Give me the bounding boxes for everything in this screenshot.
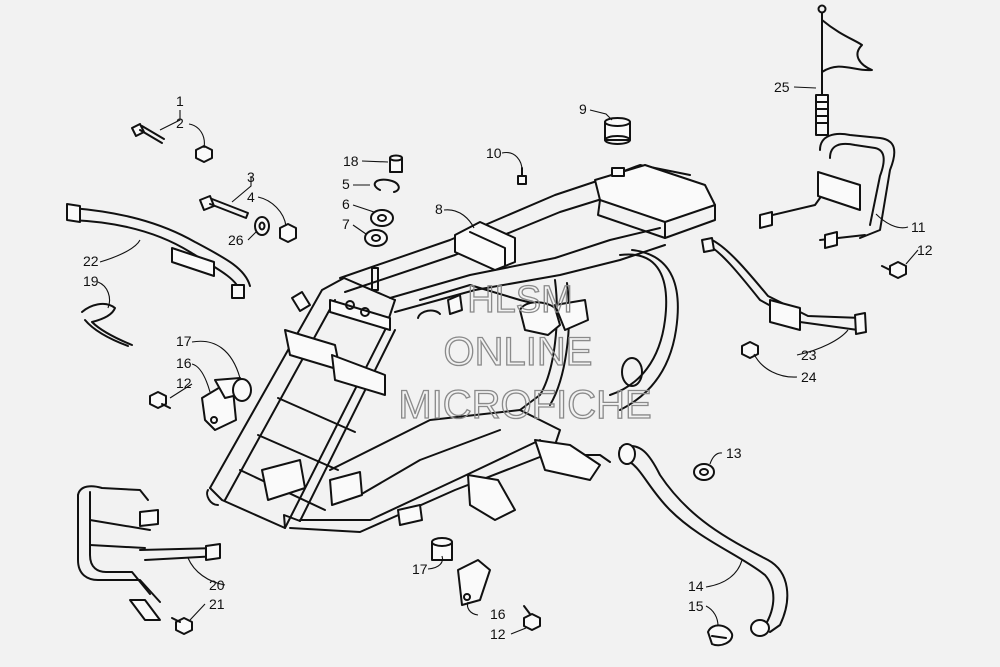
- callout-4: 4: [247, 189, 255, 205]
- callout-11: 11: [911, 219, 926, 235]
- part-14-hose: [618, 443, 789, 637]
- part-12-bolt-c: [523, 605, 541, 631]
- callout-8: 8: [435, 201, 443, 217]
- part-1-bolt: [131, 123, 165, 144]
- part-12-bolt-a: [881, 261, 907, 279]
- callout-5: 5: [342, 176, 350, 192]
- watermark-line-1: HLSM: [467, 279, 573, 321]
- part-2-nut: [195, 145, 213, 163]
- part-11-rear-rack: [759, 132, 896, 249]
- callout-24: 24: [801, 369, 817, 385]
- part-13-grommet: [693, 463, 715, 481]
- part-4-nut: [279, 223, 297, 243]
- callout-21: 21: [209, 596, 225, 612]
- leader-lines: [97, 86, 919, 635]
- part-9-bumper: [604, 117, 631, 145]
- main-frame: [206, 164, 716, 533]
- callout-3: 3: [247, 169, 255, 185]
- callout-22: 22: [83, 253, 99, 269]
- callout-7: 7: [342, 216, 350, 232]
- watermark: HLSM ONLINE MICROFICHE: [398, 278, 653, 427]
- part-20-front-bumper: [77, 485, 221, 621]
- part-21-bolt: [171, 617, 193, 635]
- part-3-bolt: [199, 195, 249, 219]
- callout-10: 10: [486, 145, 502, 161]
- callout-19: 19: [83, 273, 99, 289]
- callout-20: 20: [209, 577, 225, 593]
- part-24-nut: [741, 341, 759, 359]
- part-19-strap: [81, 302, 133, 347]
- callout-15: 15: [688, 598, 704, 614]
- part-15-clamp: [707, 624, 734, 647]
- part-16-bracket-b: [457, 559, 491, 606]
- part-18-bushing: [389, 154, 403, 173]
- part-6-bearing: [370, 209, 394, 227]
- part-17-bushing-b: [431, 537, 453, 561]
- part-7-bearing: [364, 229, 388, 247]
- callout-25: 25: [774, 79, 790, 95]
- watermark-line-2: ONLINE: [444, 330, 593, 374]
- callout-14: 14: [688, 578, 704, 594]
- callout-1: 1: [176, 93, 184, 109]
- part-5-snap-ring: [373, 178, 400, 193]
- callout-13: 13: [726, 445, 742, 461]
- callout-18: 18: [343, 153, 359, 169]
- part-25-flag: [815, 4, 873, 136]
- callout-6: 6: [342, 196, 350, 212]
- callout-12-rack: 12: [917, 242, 933, 258]
- part-12-bolt-b: [149, 391, 171, 409]
- callout-26: 26: [228, 232, 244, 248]
- callout-17-bottom: 17: [412, 561, 428, 577]
- callout-12-left: 12: [176, 375, 192, 391]
- part-17-bushing-a: [214, 377, 252, 402]
- part-10-bolt: [517, 167, 527, 185]
- callout-labels: 1 2 3 4 26 18 5 6 7 8 9 10 25 11 12 22 1…: [83, 79, 933, 642]
- watermark-line-3: MICROFICHE: [398, 383, 651, 427]
- callout-23: 23: [801, 347, 817, 363]
- callout-16-left: 16: [176, 355, 192, 371]
- part-26-washer: [254, 216, 270, 236]
- callout-17-left: 17: [176, 333, 192, 349]
- callout-2: 2: [176, 115, 184, 131]
- callout-12-bottom: 12: [490, 626, 506, 642]
- part-22-handle: [66, 203, 251, 299]
- callout-9: 9: [579, 101, 587, 117]
- callout-16-bottom: 16: [490, 606, 506, 622]
- part-23-brace: [701, 237, 867, 335]
